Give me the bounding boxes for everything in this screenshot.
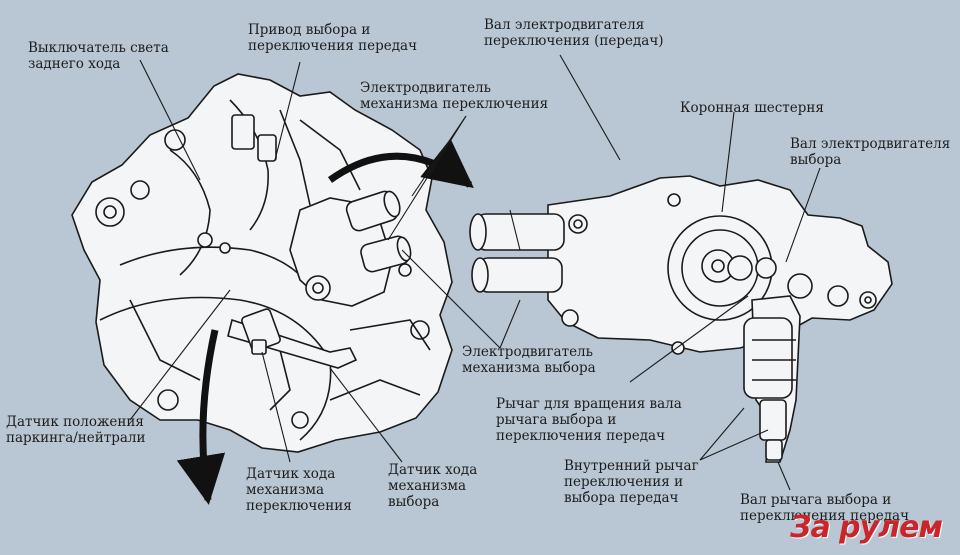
- label-lever-shaft: Вал рычага выбора и переключения передач: [740, 492, 910, 524]
- label-select-motor: Электродвигатель механизма выбора: [462, 344, 596, 376]
- label-inner-lever: Внутренний рычаг переключения и выбора п…: [564, 458, 699, 506]
- leader-lines: [129, 54, 821, 491]
- label-shift-stroke-sensor: Датчик хода механизма переключения: [246, 466, 352, 514]
- label-select-shift-drive: Привод выбора и переключения передач: [248, 22, 418, 54]
- label-reverse-light-switch: Выключатель света заднего хода: [28, 40, 169, 72]
- label-lever-rotation: Рычаг для вращения вала рычага выбора и …: [496, 396, 682, 444]
- label-select-motor-shaft: Вал электродвигателя выбора: [790, 136, 951, 168]
- label-select-stroke-sensor: Датчик хода механизма выбора: [388, 462, 478, 510]
- label-shift-motor-top: Электродвигатель механизма переключения: [360, 80, 549, 112]
- label-shift-motor-shaft: Вал электродвигателя переключения (перед…: [484, 17, 664, 49]
- actuator-detail: [469, 175, 893, 463]
- transfer-arrow: [327, 138, 474, 189]
- label-ring-gear: Коронная шестерня: [680, 100, 824, 116]
- direction-arrow: [176, 329, 226, 505]
- gearbox-housing: [71, 73, 453, 453]
- actuator-unit: [227, 190, 412, 369]
- label-park-neutral-sensor: Датчик положения паркинга/нейтрали: [6, 414, 146, 446]
- watermark-logo: За рулем: [790, 510, 943, 545]
